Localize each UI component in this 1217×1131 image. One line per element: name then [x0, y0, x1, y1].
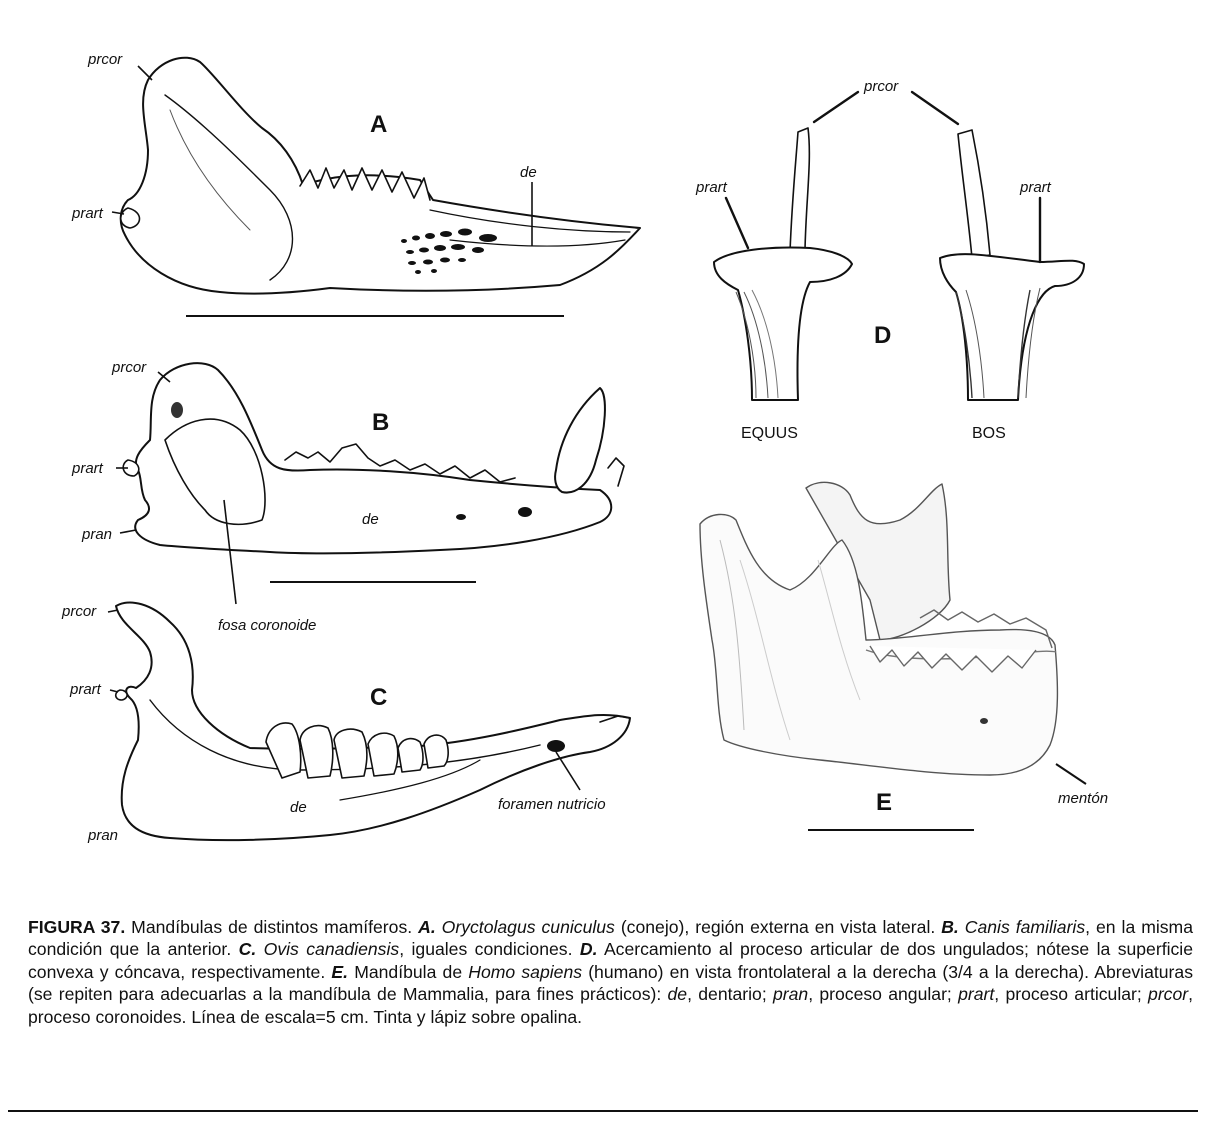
- panel-c-label-de: de: [290, 799, 307, 816]
- caption-text: , dentario;: [687, 984, 773, 1004]
- caption-mark-d: D.: [580, 939, 598, 959]
- panel-b-label-de: de: [362, 511, 379, 528]
- caption-species-e: Homo sapiens: [468, 962, 582, 982]
- panel-c-label-pran: pran: [87, 827, 118, 844]
- panel-a-label-prcor: prcor: [87, 51, 123, 68]
- label-foramen-nutricio: foramen nutricio: [498, 796, 606, 813]
- panel-c-letter: C: [370, 684, 387, 711]
- panel-d-equus-process: [714, 128, 852, 400]
- genus-bos: BOS: [972, 425, 1006, 442]
- caption-abbr-pran: pran: [773, 984, 808, 1004]
- genus-equus: EQUUS: [741, 425, 798, 442]
- caption-mark-a: A.: [418, 917, 436, 937]
- panel-b-label-prcor: prcor: [111, 359, 147, 376]
- panel-d-label-prart-bos: prart: [1019, 179, 1052, 196]
- panel-d-bos-process: [940, 130, 1084, 400]
- caption-text: Mandíbula de: [348, 962, 468, 982]
- caption-text: (conejo), región externa en vista latera…: [615, 917, 941, 937]
- caption-text: , iguales condiciones.: [399, 939, 580, 959]
- panel-a-letter: A: [370, 111, 387, 138]
- mandible-figure: prcor prart de A prcor prart pran de fos…: [0, 0, 1217, 880]
- caption-species-c: Ovis canadiensis: [264, 939, 400, 959]
- caption-text: , proceso angular;: [808, 984, 958, 1004]
- panel-a-rabbit-mandible: [121, 58, 640, 294]
- panel-d-label-prcor: prcor: [863, 78, 899, 95]
- label-fosa-coronoide: fosa coronoide: [218, 617, 316, 634]
- panel-a-label-de: de: [520, 164, 537, 181]
- caption-figure-number: FIGURA 37.: [28, 917, 125, 937]
- caption-mark-b: B.: [941, 917, 959, 937]
- panel-d-letter: D: [874, 322, 891, 349]
- label-menton: mentón: [1058, 790, 1108, 807]
- panel-c-foramina: [547, 740, 565, 752]
- panel-c-label-prart: prart: [69, 681, 102, 698]
- panel-b-label-pran: pran: [81, 526, 112, 543]
- caption-abbr-prart: prart: [958, 984, 994, 1004]
- panel-e-leader-menton: [1056, 764, 1086, 784]
- panel-b-letter: B: [372, 409, 389, 436]
- panel-e-mental-foramen: [980, 718, 988, 724]
- panel-c-label-prcor: prcor: [61, 603, 97, 620]
- caption-mark-e: E.: [331, 962, 348, 982]
- caption-abbr-de: de: [668, 984, 688, 1004]
- figure-caption: FIGURA 37. Mandíbulas de distintos mamíf…: [28, 916, 1193, 1029]
- panel-b-label-prart: prart: [71, 460, 104, 477]
- panel-d-label-prart-equus: prart: [695, 179, 728, 196]
- panel-a-label-prart: prart: [71, 205, 104, 222]
- caption-mark-c: C.: [239, 939, 257, 959]
- bottom-rule: [8, 1110, 1198, 1112]
- panel-d-leaders: [726, 92, 1040, 262]
- caption-species-a: Oryctolagus cuniculus: [442, 917, 615, 937]
- caption-abbr-prcor: prcor: [1148, 984, 1188, 1004]
- caption-text: , proceso articular;: [994, 984, 1148, 1004]
- caption-text: Mandíbulas de distintos mamíferos.: [125, 917, 418, 937]
- panel-e-letter: E: [876, 789, 892, 816]
- panel-e-human-mandible: [700, 482, 1057, 775]
- caption-species-b: Canis familiaris: [965, 917, 1085, 937]
